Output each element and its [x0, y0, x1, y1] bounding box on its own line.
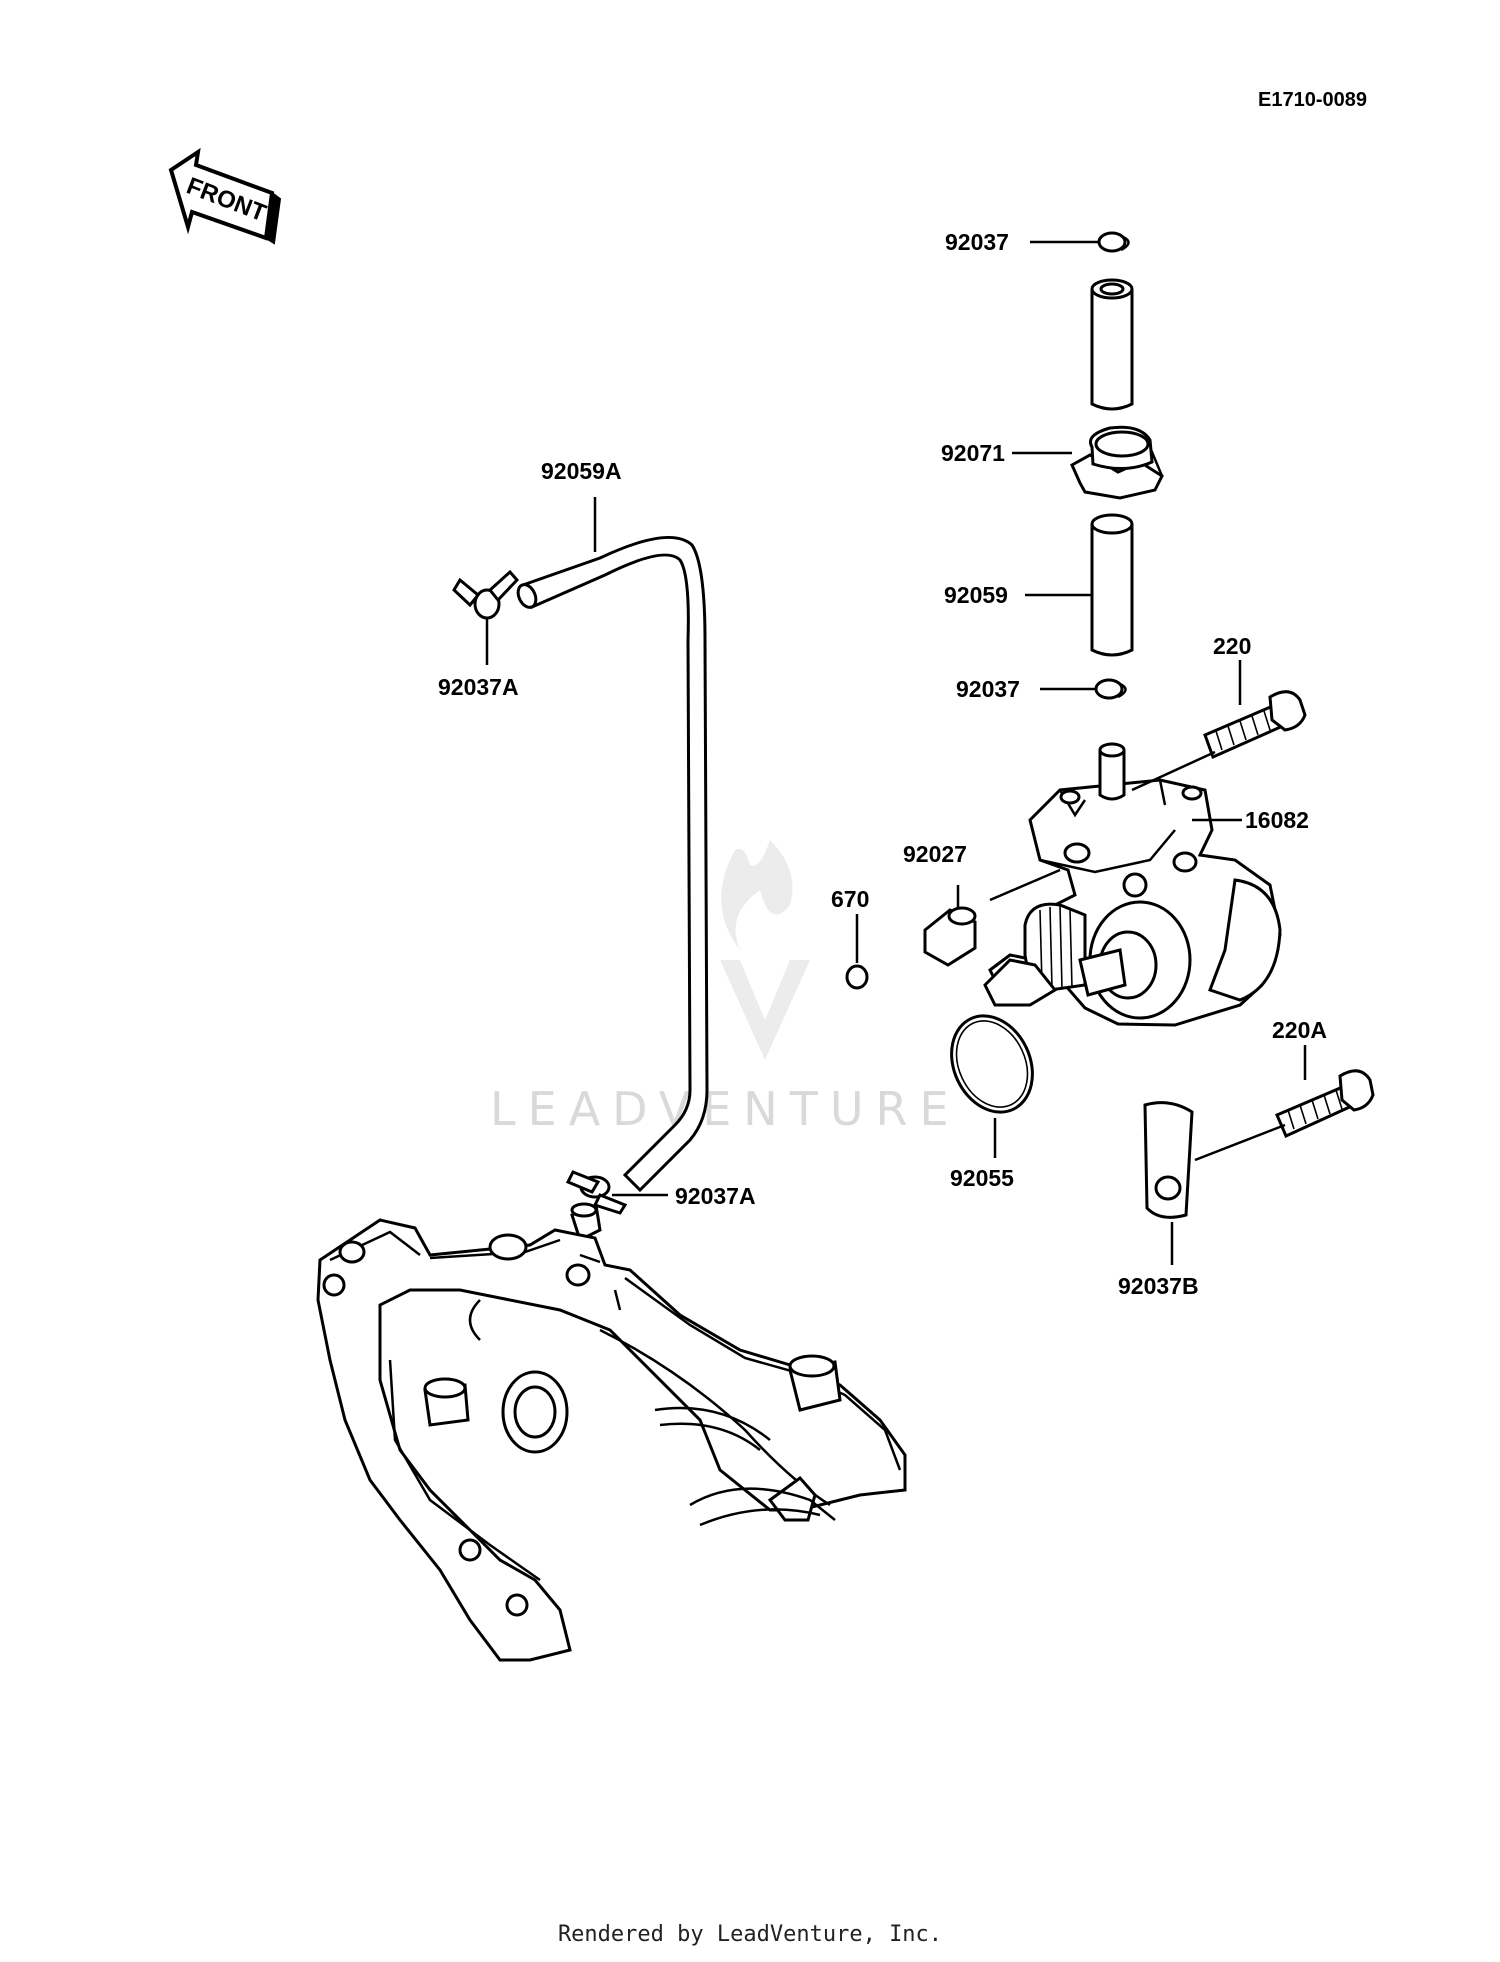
callout-92037-mid: 92037 — [956, 676, 1020, 702]
hose-clamp-92037-top — [1097, 231, 1130, 253]
crankcase — [316, 1218, 907, 1662]
watermark-text: LEADVENTURE — [490, 1082, 961, 1136]
callout-92037A-top: 92037A — [438, 674, 519, 700]
watermark: LEADVENTURE — [490, 840, 961, 1136]
callout-92037B: 92037B — [1118, 1273, 1199, 1299]
callout-labels: 92037 92071 92059 92037 220 16082 92027 … — [438, 229, 1327, 1299]
collar-92027 — [923, 906, 977, 967]
callout-220: 220 — [1213, 633, 1251, 659]
callout-92027: 92027 — [903, 841, 967, 867]
footer-credit: Rendered by LeadVenture, Inc. — [557, 1922, 943, 1947]
oil-fitting — [570, 1202, 602, 1243]
plate-92037B — [1143, 1101, 1194, 1219]
hose-92059A — [516, 535, 709, 1193]
hose-clamp-92037A-bottom — [565, 1170, 628, 1215]
o-ring-670 — [845, 964, 869, 990]
oil-pump-16082 — [983, 742, 1282, 1027]
callout-670: 670 — [831, 886, 869, 912]
hose-clamp-92037-mid — [1094, 678, 1127, 700]
callout-16082: 16082 — [1245, 807, 1309, 833]
callout-92037A-bottom: 92037A — [675, 1183, 756, 1209]
callout-92037-top: 92037 — [945, 229, 1009, 255]
bolt-220 — [1203, 690, 1307, 760]
o-ring-92055 — [950, 1014, 1034, 1114]
callout-220A: 220A — [1272, 1017, 1327, 1043]
hose-upper — [1090, 278, 1134, 411]
callout-92059A: 92059A — [541, 458, 622, 484]
front-arrow-icon: FRONT — [168, 147, 282, 245]
bolt-220A — [1275, 1069, 1375, 1139]
callout-92071: 92071 — [941, 440, 1005, 466]
leader-lines — [485, 240, 1307, 1265]
callout-92059: 92059 — [944, 582, 1008, 608]
callout-92055: 92055 — [950, 1165, 1014, 1191]
diagram-code: E1710-0089 — [1258, 89, 1367, 111]
hose-bracket-92071 — [1070, 425, 1164, 500]
hose-clamp-92037A-top — [452, 569, 520, 620]
hose-92059 — [1090, 513, 1134, 657]
